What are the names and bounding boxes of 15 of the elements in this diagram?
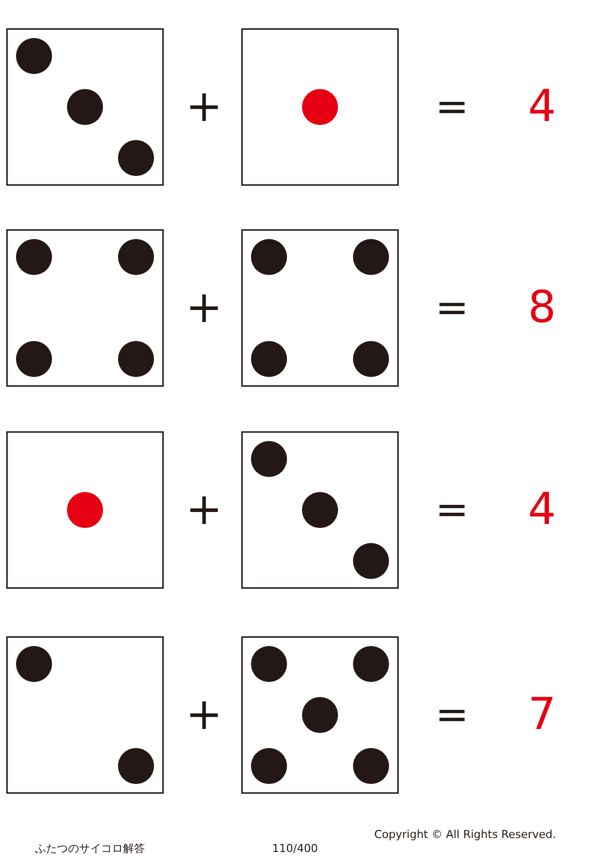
equals-sign: = <box>435 288 469 328</box>
plus-sign: + <box>186 85 222 129</box>
plus-sign: + <box>186 693 222 737</box>
answer-number: 4 <box>528 488 556 532</box>
equals-sign: = <box>435 87 469 127</box>
footer-title: ふたつのサイコロ解答 <box>35 843 145 854</box>
answer-number: 4 <box>528 85 556 129</box>
page-number: 110/400 <box>272 843 318 854</box>
copyright-notice: Copyright © All Rights Reserved. <box>374 829 556 840</box>
equals-sign: = <box>435 695 469 735</box>
plus-sign: + <box>186 286 222 330</box>
plus-sign: + <box>186 488 222 532</box>
answer-number: 7 <box>528 693 556 737</box>
answer-number: 8 <box>528 286 556 330</box>
equals-sign: = <box>435 490 469 530</box>
